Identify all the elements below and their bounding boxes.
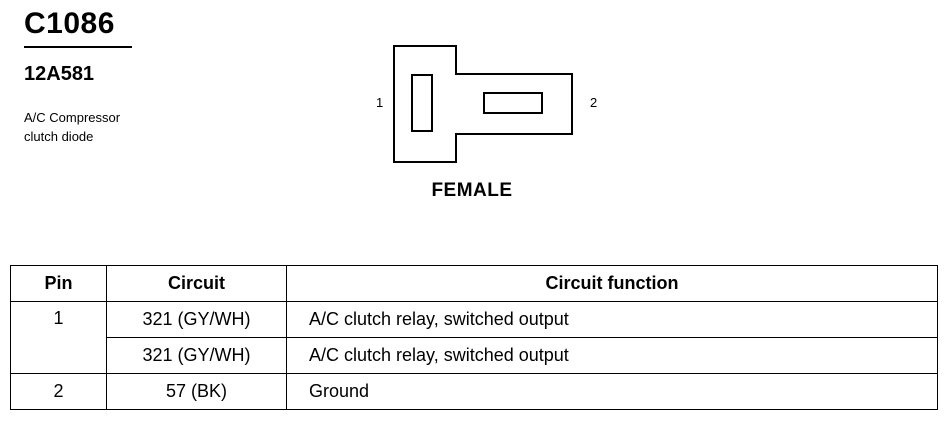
pin-2-terminal	[483, 92, 543, 114]
table-row: 1 321 (GY/WH) A/C clutch relay, switched…	[10, 301, 938, 374]
pin-cell: 1	[10, 301, 107, 374]
column-header-pin: Pin	[10, 265, 107, 302]
pin-circuit-table: Pin Circuit Circuit function 1 321 (GY/W…	[10, 265, 938, 410]
pin-2-label: 2	[590, 95, 597, 110]
circuit-cell: 321 (GY/WH)	[106, 337, 287, 374]
part-number: 12A581	[24, 63, 95, 85]
connector-gender-label: FEMALE	[431, 180, 513, 201]
table-row: 2 57 (BK) Ground	[10, 373, 938, 410]
pin-1-label: 1	[376, 95, 383, 110]
circuit-function-cell: Ground	[286, 373, 938, 410]
column-header-circuit-function: Circuit function	[286, 265, 938, 302]
table-row: 321 (GY/WH) A/C clutch relay, switched o…	[11, 337, 938, 374]
description-line-1: A/C Compressor	[24, 110, 121, 125]
connector-description: A/C Compressor clutch diode	[24, 108, 194, 146]
pin-1-terminal	[411, 74, 433, 132]
circuit-function-cell: A/C clutch relay, switched output	[286, 301, 938, 338]
title-underline	[24, 46, 132, 48]
circuit-cell: 321 (GY/WH)	[106, 301, 287, 338]
circuit-function-cell: A/C clutch relay, switched output	[286, 337, 938, 374]
column-header-circuit: Circuit	[106, 265, 287, 302]
connector-id: C1086	[24, 7, 115, 40]
description-line-2: clutch diode	[24, 129, 94, 144]
connector-face-diagram: 1 2	[376, 45, 597, 163]
pin-cell: 2	[10, 373, 107, 410]
circuit-cell: 57 (BK)	[106, 373, 287, 410]
table-header-row: Pin Circuit Circuit function	[10, 265, 938, 302]
